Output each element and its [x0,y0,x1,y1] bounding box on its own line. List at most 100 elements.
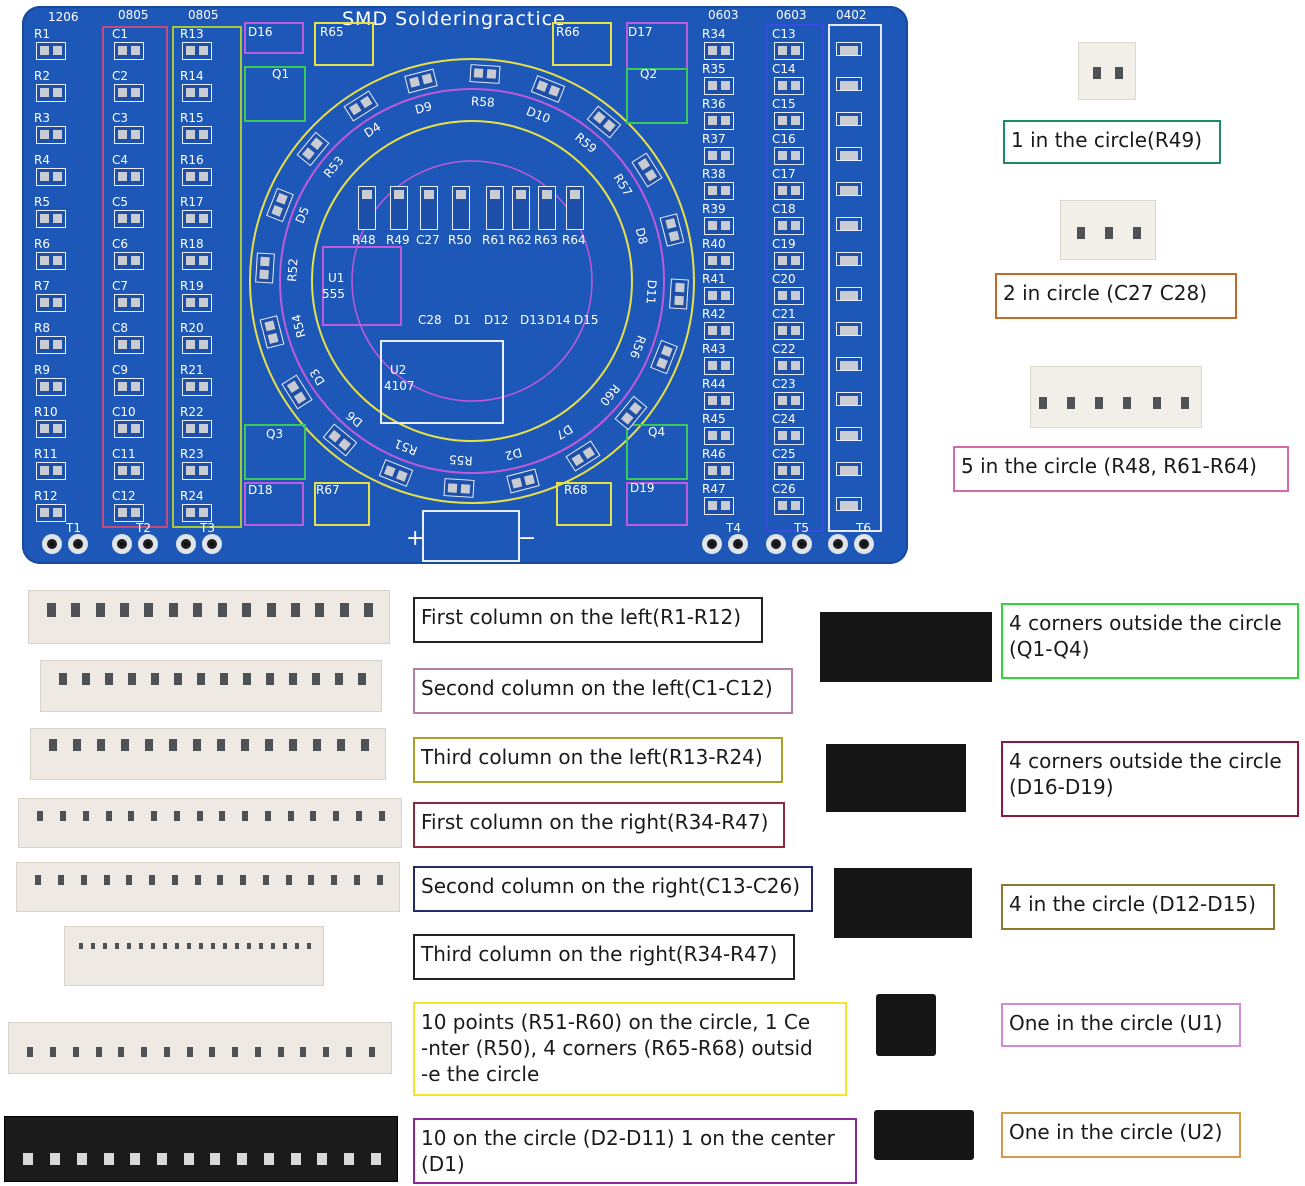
d16-diode-tape [826,744,966,812]
q1-box [244,66,306,122]
column-box-r13 [172,26,242,528]
ref-label: R48 [352,233,376,247]
label-q: 4 corners outside the circle (Q1-Q4) [1001,603,1299,679]
solder-pad [704,42,734,60]
chip-cell [196,811,203,821]
ref-label: R35 [702,62,726,76]
chip-cell [357,673,366,685]
chip-cell [149,875,156,885]
label-c27-c28: 2 in circle (C27 C28) [995,273,1237,319]
solder-pad [36,420,66,438]
solder-pad [836,182,862,196]
ref-label: R34 [702,27,726,41]
chip-cell [241,739,249,751]
solder-pad [704,322,734,340]
ref-label: R42 [702,307,726,321]
r67-box [314,482,370,526]
solder-pad [836,217,862,231]
chip-cell [50,1047,57,1057]
chip-cell [219,673,228,685]
label-rcol2: Second column on the right(C13-C26) [413,866,813,912]
solder-pad [704,252,734,270]
chip-cell [128,811,135,821]
ref-label: C23 [772,377,796,391]
ref-label: R14 [180,69,204,83]
center-pad [538,186,556,230]
chip-cell [91,943,95,949]
chip-cell [333,811,340,821]
chip-cell [193,603,203,617]
strip-r34-r47 [18,798,402,848]
solder-pad [836,112,862,126]
chip-cell [103,1153,114,1165]
solder-pad [704,217,734,235]
strip-d2-d11 [4,1116,398,1182]
ref-label: Q2 [640,67,658,81]
chip-cell [361,739,369,751]
solder-pad [704,77,734,95]
solder-pad [182,252,212,270]
solder-pad [704,392,734,410]
ring-outline [249,58,695,504]
ref-label: R10 [34,405,58,419]
solder-pad [114,126,144,144]
solder-pad [704,462,734,480]
ref-label: D19 [630,481,655,495]
chip-cell [266,603,276,617]
size-label: 0805 [118,8,149,22]
r49-chip [1078,42,1136,100]
chip-cell [187,943,191,949]
chip-cell [315,603,325,617]
chip-cell [376,875,383,885]
chip-cell [151,811,158,821]
ref-label: R46 [702,447,726,461]
chip-cell [183,1153,194,1165]
chip-cell [46,603,56,617]
solder-pad [836,357,862,371]
solder-pad [36,42,66,60]
chip-cell [163,1047,170,1057]
chip-cell [103,875,110,885]
ref-label: D18 [248,483,273,497]
label-rcol1: First column on the right(R34-R47) [413,802,785,848]
chip-cell [345,1047,352,1057]
ref-label: R19 [180,279,204,293]
solder-pad [774,357,804,375]
solder-pad [36,84,66,102]
ref-label: C5 [112,195,129,209]
ref-label: R4 [34,153,50,167]
chip-cell [79,943,83,949]
ref-label: R15 [180,111,204,125]
chip-cell [130,1153,141,1165]
ref-label: D1 [454,313,471,327]
terminal-hole [68,534,88,554]
ref-label: C3 [112,111,129,125]
ref-label: C22 [772,342,796,356]
chip-cell [151,943,155,949]
terminal-hole [176,534,196,554]
chip-cell [175,943,179,949]
chip-cell [58,875,65,885]
label-r49: 1 in the circle(R49) [1003,120,1221,164]
label-d12: 4 in the circle (D12-D15) [1001,884,1275,930]
chip-cell [343,1153,354,1165]
ref-label: C1 [112,27,129,41]
center-pad [420,186,438,230]
solder-pad [836,147,862,161]
ref-label: R16 [180,153,204,167]
ref-label: D17 [628,25,653,39]
chip-cell [364,603,374,617]
terminal-hole [766,534,786,554]
column-box-c13 [766,24,824,532]
solder-pad [704,497,734,515]
solder-pad [36,168,66,186]
strip-r1-r12 [28,590,390,644]
minus-sign: − [518,526,537,551]
solder-pad [704,182,734,200]
chip-cell [235,943,239,949]
chip-cell [237,1153,248,1165]
label-col2: Second column on the left(C1-C12) [413,668,793,714]
q2-box [626,68,688,124]
label-u2: One in the circle (U2) [1001,1112,1241,1158]
solder-pad [774,427,804,445]
